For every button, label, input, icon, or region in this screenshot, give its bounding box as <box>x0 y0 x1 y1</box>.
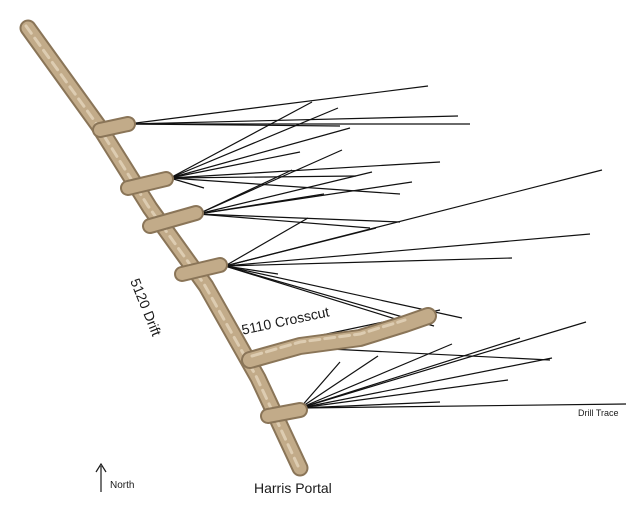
portal-label: Harris Portal <box>254 480 332 496</box>
drill-trace-line <box>169 175 357 179</box>
drill-trace-line <box>224 257 513 267</box>
up-arrow-icon <box>95 462 107 492</box>
drill-trace-line <box>299 343 453 409</box>
drill-trace-line <box>169 101 313 179</box>
drill-trace-line <box>299 401 441 409</box>
drill-trace-line <box>299 355 379 409</box>
drill-trace-line <box>127 85 429 125</box>
tunnel-network <box>19 19 437 477</box>
drill-trace-line <box>224 227 377 267</box>
drill-trace-line <box>299 357 553 409</box>
drill-traces <box>127 85 627 409</box>
drill-trace-line <box>169 177 401 195</box>
drill-trace-line <box>299 379 509 409</box>
drill-trace-line <box>197 213 401 223</box>
drill-trace-line <box>169 177 205 189</box>
drill-trace-line <box>299 403 627 409</box>
drill-trace-line <box>197 171 373 215</box>
drill-trace-line <box>127 115 459 125</box>
drill-trace-line <box>224 233 591 267</box>
drill-trace-line <box>127 123 341 127</box>
drill-trace-line <box>224 265 435 327</box>
drill-trace-line <box>224 217 309 267</box>
drill-trace-line <box>299 361 341 409</box>
drill-station <box>174 257 228 282</box>
drill-trace-label: Drill Trace <box>578 408 619 418</box>
drill-trace-line <box>197 213 371 229</box>
drill-trace-line <box>299 337 521 409</box>
drill-station <box>92 116 136 138</box>
drill-trace-line <box>169 151 301 179</box>
drill-trace-line <box>299 321 587 409</box>
drill-trace-line <box>169 107 339 179</box>
drill-trace-line <box>169 127 351 179</box>
north-label: North <box>110 480 135 491</box>
drill-station <box>120 171 174 196</box>
drill-trace-line <box>224 265 419 327</box>
drill-station <box>260 402 308 424</box>
drill-trace-line <box>197 169 293 215</box>
drill-station <box>142 205 204 234</box>
drill-trace-line <box>169 161 441 179</box>
drill-trace-line <box>197 193 325 215</box>
